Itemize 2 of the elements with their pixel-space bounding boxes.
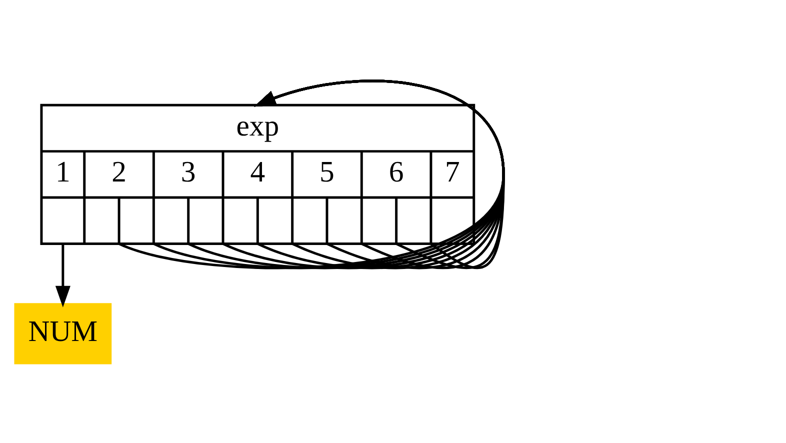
arrow xyxy=(55,244,70,307)
node-box: NUM xyxy=(14,302,112,364)
